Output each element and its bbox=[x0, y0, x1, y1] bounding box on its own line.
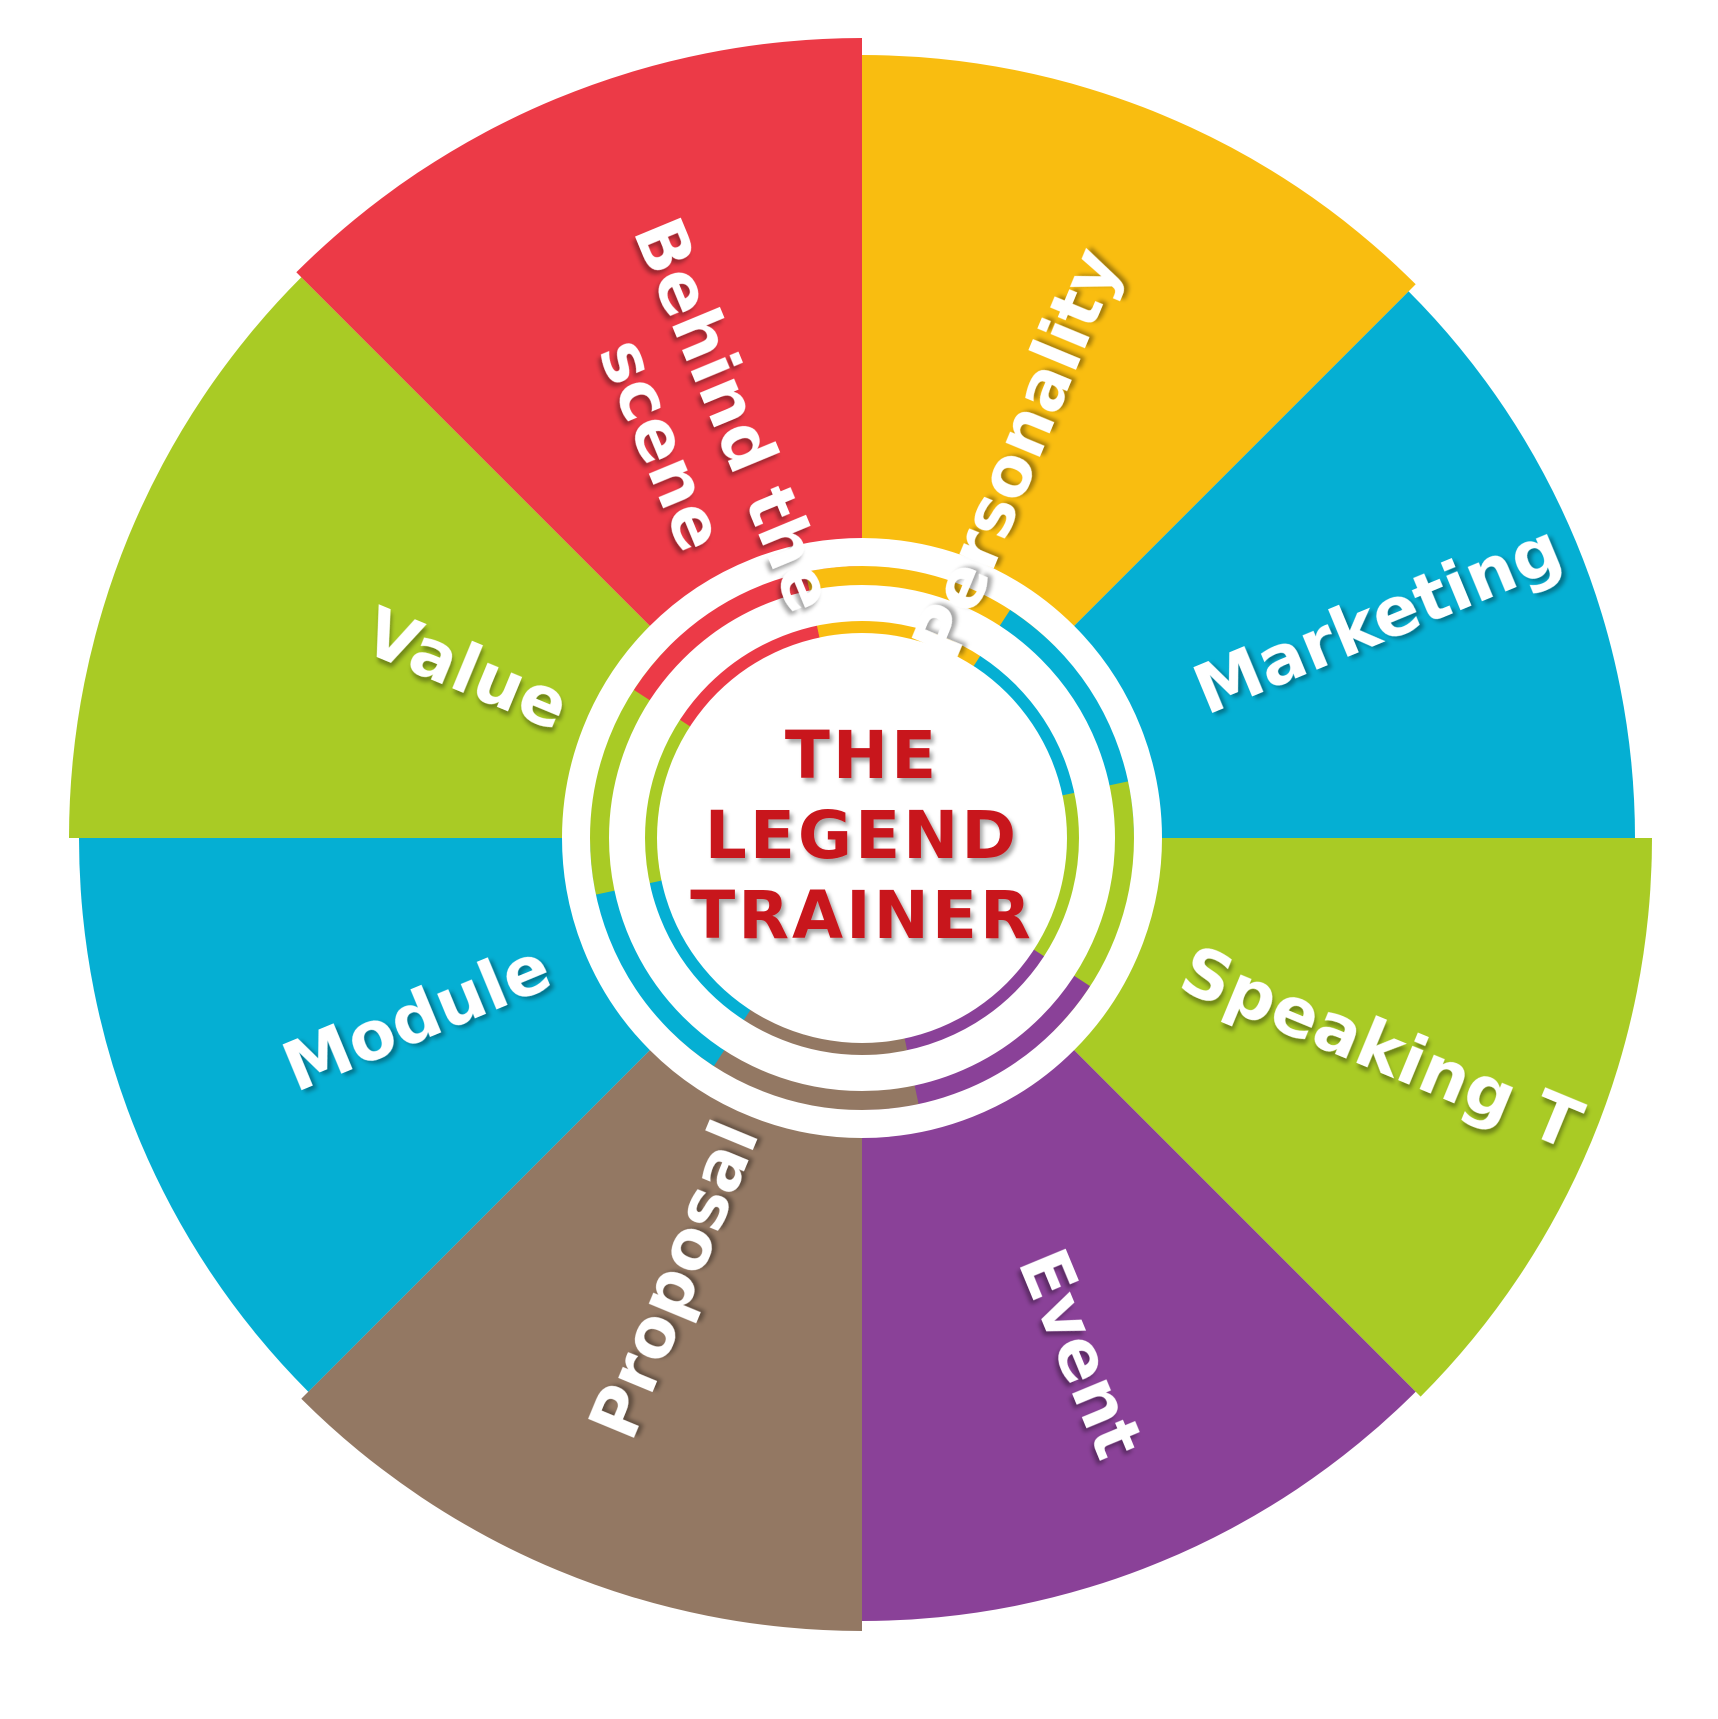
center-title: THE LEGEND TRAINER bbox=[690, 717, 1034, 954]
center-title-line-2: LEGEND bbox=[705, 797, 1019, 874]
center-title-line-1: THE bbox=[785, 717, 939, 794]
white-ring-outer bbox=[562, 538, 1162, 1138]
white-ring bbox=[609, 585, 1115, 1091]
center-title-line-3: TRAINER bbox=[690, 877, 1034, 954]
center-disc bbox=[657, 633, 1067, 1043]
